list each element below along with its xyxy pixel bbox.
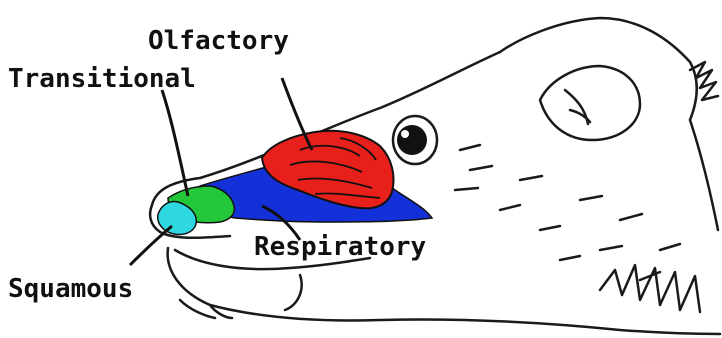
ear-tuft [690,62,718,100]
cheek-curve [285,275,302,310]
fur-strokes [455,145,680,280]
eye-highlight [401,130,409,138]
label-respiratory: Respiratory [254,234,426,260]
label-squamous: Squamous [8,276,133,302]
neck-outline [690,120,718,230]
squamous-leader [130,226,172,265]
ear-outer [500,18,697,120]
transitional-leader [162,90,188,196]
ear-fold [565,90,588,124]
whisker-pad [180,300,215,318]
chin-fur [600,265,700,312]
label-transitional: Transitional [8,66,196,92]
eye-pupil [397,125,427,155]
label-olfactory: Olfactory [148,28,289,54]
ear-inner [540,66,640,140]
jaw-outline [168,248,720,334]
